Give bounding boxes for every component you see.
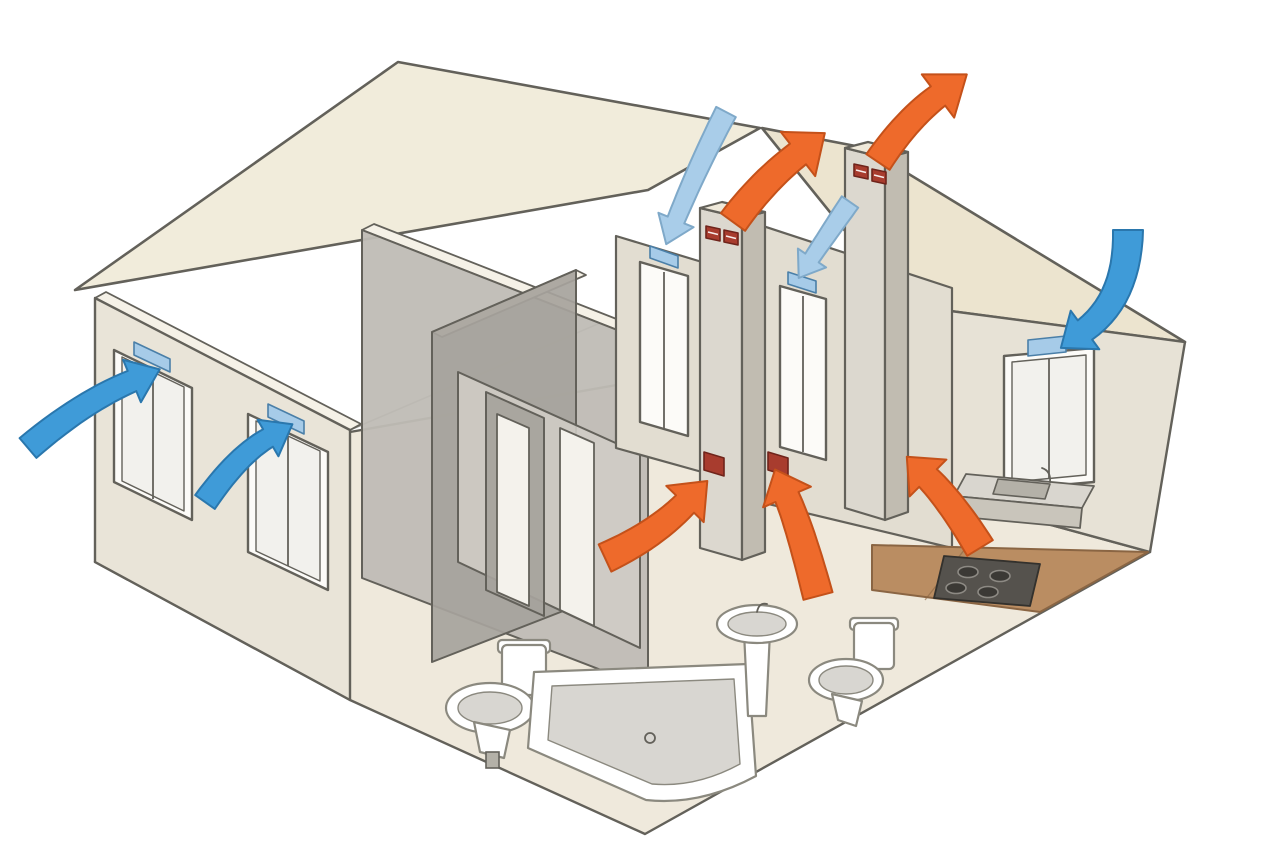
transom-supply-vent-icon (649, 245, 679, 269)
sink-pedestal (742, 630, 772, 718)
toilet-2 (807, 616, 900, 728)
window-supply-vent-icon (1027, 335, 1067, 357)
interior-partitions (361, 223, 661, 689)
faucet-icon (756, 602, 768, 613)
exhaust-arrow-shaft-2 (865, 73, 968, 171)
toilet-1 (444, 638, 552, 769)
grille-slot (873, 174, 885, 179)
burner-icon (957, 565, 979, 579)
exhaust-arrow-kitchen (905, 455, 994, 557)
bathtub-basin (547, 678, 741, 786)
bathroom-door-opening (496, 413, 530, 607)
front-left-wall (93, 291, 362, 702)
ventilation-shaft-1 (698, 200, 767, 562)
transom-supply-vent-icon (787, 271, 817, 294)
kitchen (871, 467, 1149, 613)
grille-slot (707, 231, 719, 236)
toilet-seat (457, 691, 523, 725)
sink-bowl (727, 611, 787, 637)
exhaust-arrow-bathroom-1 (597, 480, 709, 573)
burner-icon (989, 569, 1011, 583)
grille-slot (855, 169, 867, 174)
bathtub-drain (644, 732, 656, 744)
shaft-front-face (698, 206, 744, 562)
drain-pipe (485, 751, 500, 769)
exhaust-arrow-bathroom-2 (762, 468, 834, 601)
window-2 (246, 403, 330, 592)
pedestal-sink (715, 602, 799, 718)
toilet-base (472, 720, 512, 760)
shaft-side-face (740, 210, 767, 562)
attic-supply-arrow-1 (657, 105, 737, 246)
exhaust-vent-icon (703, 451, 725, 477)
kitchen-window (1002, 335, 1096, 492)
supply-arrow-window-2 (194, 418, 294, 510)
supply-arrow-kitchen-window (1059, 229, 1144, 351)
stove-cooktop (933, 555, 1041, 607)
burner-icon (977, 585, 999, 599)
burner-icon (945, 581, 967, 595)
kitchen-sink (992, 478, 1051, 500)
toilet-seat (818, 665, 874, 695)
central-wall-left (614, 234, 704, 474)
arrows-layer (18, 73, 1144, 601)
window-supply-vent-icon (133, 341, 171, 373)
ventilation-shaft-2 (843, 140, 910, 522)
bathtub (526, 662, 758, 803)
window-supply-vent-icon (267, 403, 305, 435)
shaft-side-face (883, 150, 910, 522)
attic-supply-arrow-2 (796, 195, 860, 279)
bathroom-door-opening (559, 427, 595, 627)
faucet-icon (1041, 467, 1051, 483)
bathroom (444, 602, 900, 803)
toilet-base (830, 692, 864, 728)
supply-arrow-window-1 (18, 358, 161, 459)
exhaust-arrow-shaft-1 (719, 130, 826, 232)
grille-slot (725, 235, 737, 240)
roof-left-plane (73, 60, 762, 292)
